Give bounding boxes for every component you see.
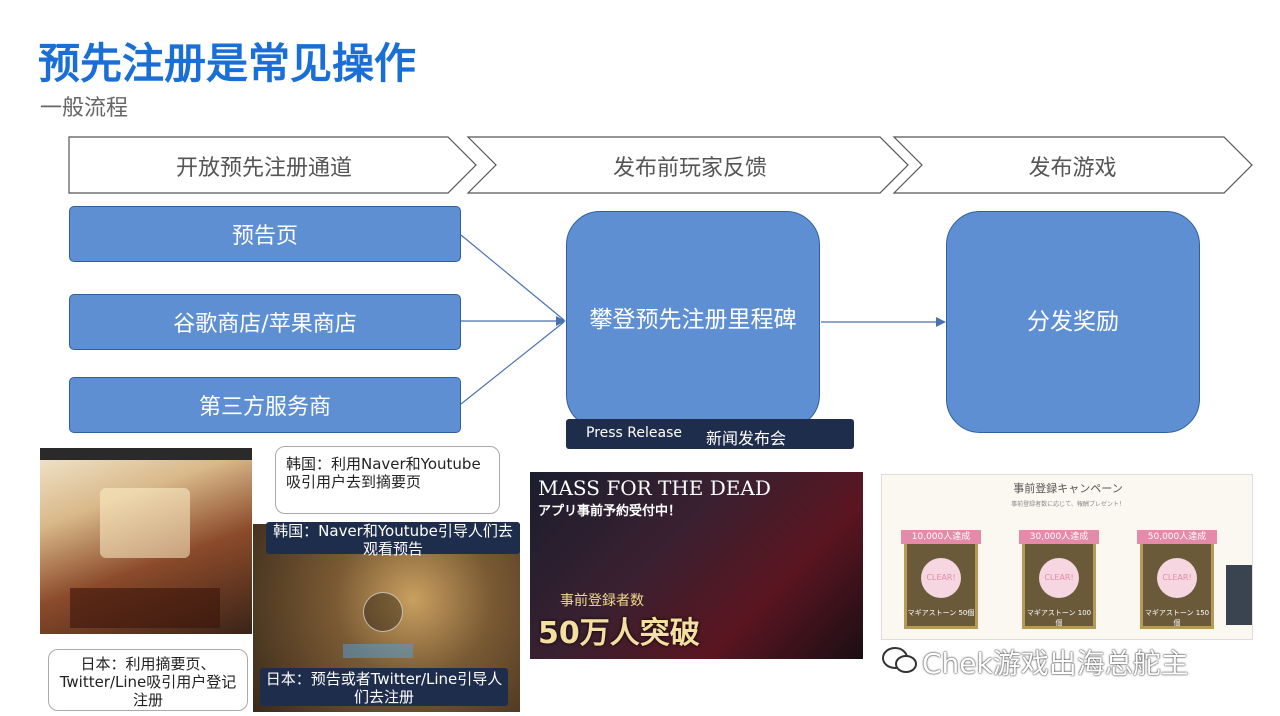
tier-ribbon-2: 30,000人達成	[1019, 530, 1099, 544]
screenshot-artwork	[70, 588, 220, 628]
reward-tier-card-2: 30,000人達成 CLEAR! マギアストーン 100個	[1019, 530, 1099, 629]
korea-caption: 韩国：Naver和Youtube引导人们去观看预告	[266, 522, 520, 558]
korea-caption-text: 韩国：Naver和Youtube引导人们去观看预告	[273, 522, 513, 558]
japan-caption-text: 日本：预告或者Twitter/Line引导人们去注册	[265, 670, 503, 706]
tier-reward-3: マギアストーン 150個	[1144, 609, 1210, 627]
campaign-screenshot: 事前登録キャンペーン 事前登録者数に応じて、報酬プレゼント！ 10,000人達成…	[881, 474, 1253, 640]
milestone-label: 攀登预先注册里程碑	[589, 307, 797, 333]
reward-label: 分发奖励	[1027, 309, 1119, 335]
screenshot-buttons	[343, 644, 413, 658]
page-title: 预先注册是常见操作	[38, 39, 417, 88]
korea-callout-text: 韩国：利用Naver和Youtube吸引用户去到摘要页	[286, 455, 481, 491]
step-label-1: 开放预先注册通道	[175, 156, 352, 181]
step-chevron-2	[466, 136, 909, 194]
step-chevron-3	[892, 136, 1253, 194]
channel-label-teaser-page: 预告页	[231, 224, 298, 249]
press-release-en: Press Release	[586, 425, 682, 441]
wechat-icon	[882, 647, 917, 673]
screenshot-logo-area	[100, 488, 190, 558]
japan-callout-text: 日本：利用摘要页、Twitter/Line吸引用户登记注册	[59, 655, 237, 709]
play-icon	[363, 592, 403, 632]
press-release-bar: Press Release 新闻发布会	[566, 419, 854, 449]
mftd-subtitle: アプリ事前予約受付中！	[538, 504, 682, 519]
channel-box-third-party: 第三方服务商	[69, 377, 461, 433]
campaign-title: 事前登録キャンペーン	[1013, 482, 1123, 495]
korea-callout: 韩国：利用Naver和Youtube吸引用户去到摘要页	[275, 446, 500, 514]
reward-tier-card-3: 50,000人達成 CLEAR! マギアストーン 150個	[1137, 530, 1217, 629]
step-label-2: 发布前玩家反馈	[612, 156, 767, 181]
clear-stamp-3: CLEAR!	[1157, 558, 1197, 598]
mass-for-the-dead-banner: MASS FOR THE DEAD アプリ事前予約受付中！ 事前登録者数 50万…	[530, 472, 863, 659]
channel-label-app-stores: 谷歌商店/苹果商店	[173, 312, 357, 337]
connector-arrowhead-2	[936, 317, 946, 327]
connector-line-1	[460, 234, 565, 321]
mftd-count-label: 事前登録者数	[560, 593, 644, 609]
press-release-cn: 新闻发布会	[706, 429, 787, 448]
step-label-3: 发布游戏	[1028, 156, 1117, 181]
watermark-text: Chek游戏出海总舵主	[922, 647, 1189, 680]
tier-reward-1: マギアストーン 50個	[907, 609, 975, 617]
mftd-count: 50万人突破	[538, 616, 700, 651]
japan-caption: 日本：预告或者Twitter/Line引导人们去注册	[260, 668, 508, 706]
korea-teaser-screenshot	[40, 448, 252, 634]
screenshot-nav-bar	[40, 448, 252, 460]
side-thumbnail	[1226, 565, 1252, 625]
campaign-subtitle: 事前登録者数に応じて、報酬プレゼント！	[1011, 501, 1125, 508]
milestone-box: 攀登预先注册里程碑	[566, 211, 820, 429]
japan-callout: 日本：利用摘要页、Twitter/Line吸引用户登记注册	[48, 649, 248, 711]
reward-box: 分发奖励	[946, 211, 1200, 433]
clear-stamp-1: CLEAR!	[921, 558, 961, 598]
channel-label-third-party: 第三方服务商	[198, 395, 331, 420]
clear-stamp-2: CLEAR!	[1039, 558, 1079, 598]
step-chevron-1	[68, 136, 477, 194]
tier-ribbon-1: 10,000人達成	[901, 530, 981, 544]
tier-reward-2: マギアストーン 100個	[1026, 609, 1092, 627]
mftd-title: MASS FOR THE DEAD	[538, 476, 771, 500]
channel-box-app-stores: 谷歌商店/苹果商店	[69, 294, 461, 350]
page-subtitle: 一般流程	[40, 96, 129, 121]
reward-tier-card-1: 10,000人達成 CLEAR! マギアストーン 50個	[901, 530, 981, 629]
connector-arrowhead-1	[556, 316, 566, 326]
connector-line-3	[460, 321, 565, 405]
channel-box-teaser-page: 预告页	[69, 206, 461, 262]
tier-ribbon-3: 50,000人達成	[1137, 530, 1217, 544]
